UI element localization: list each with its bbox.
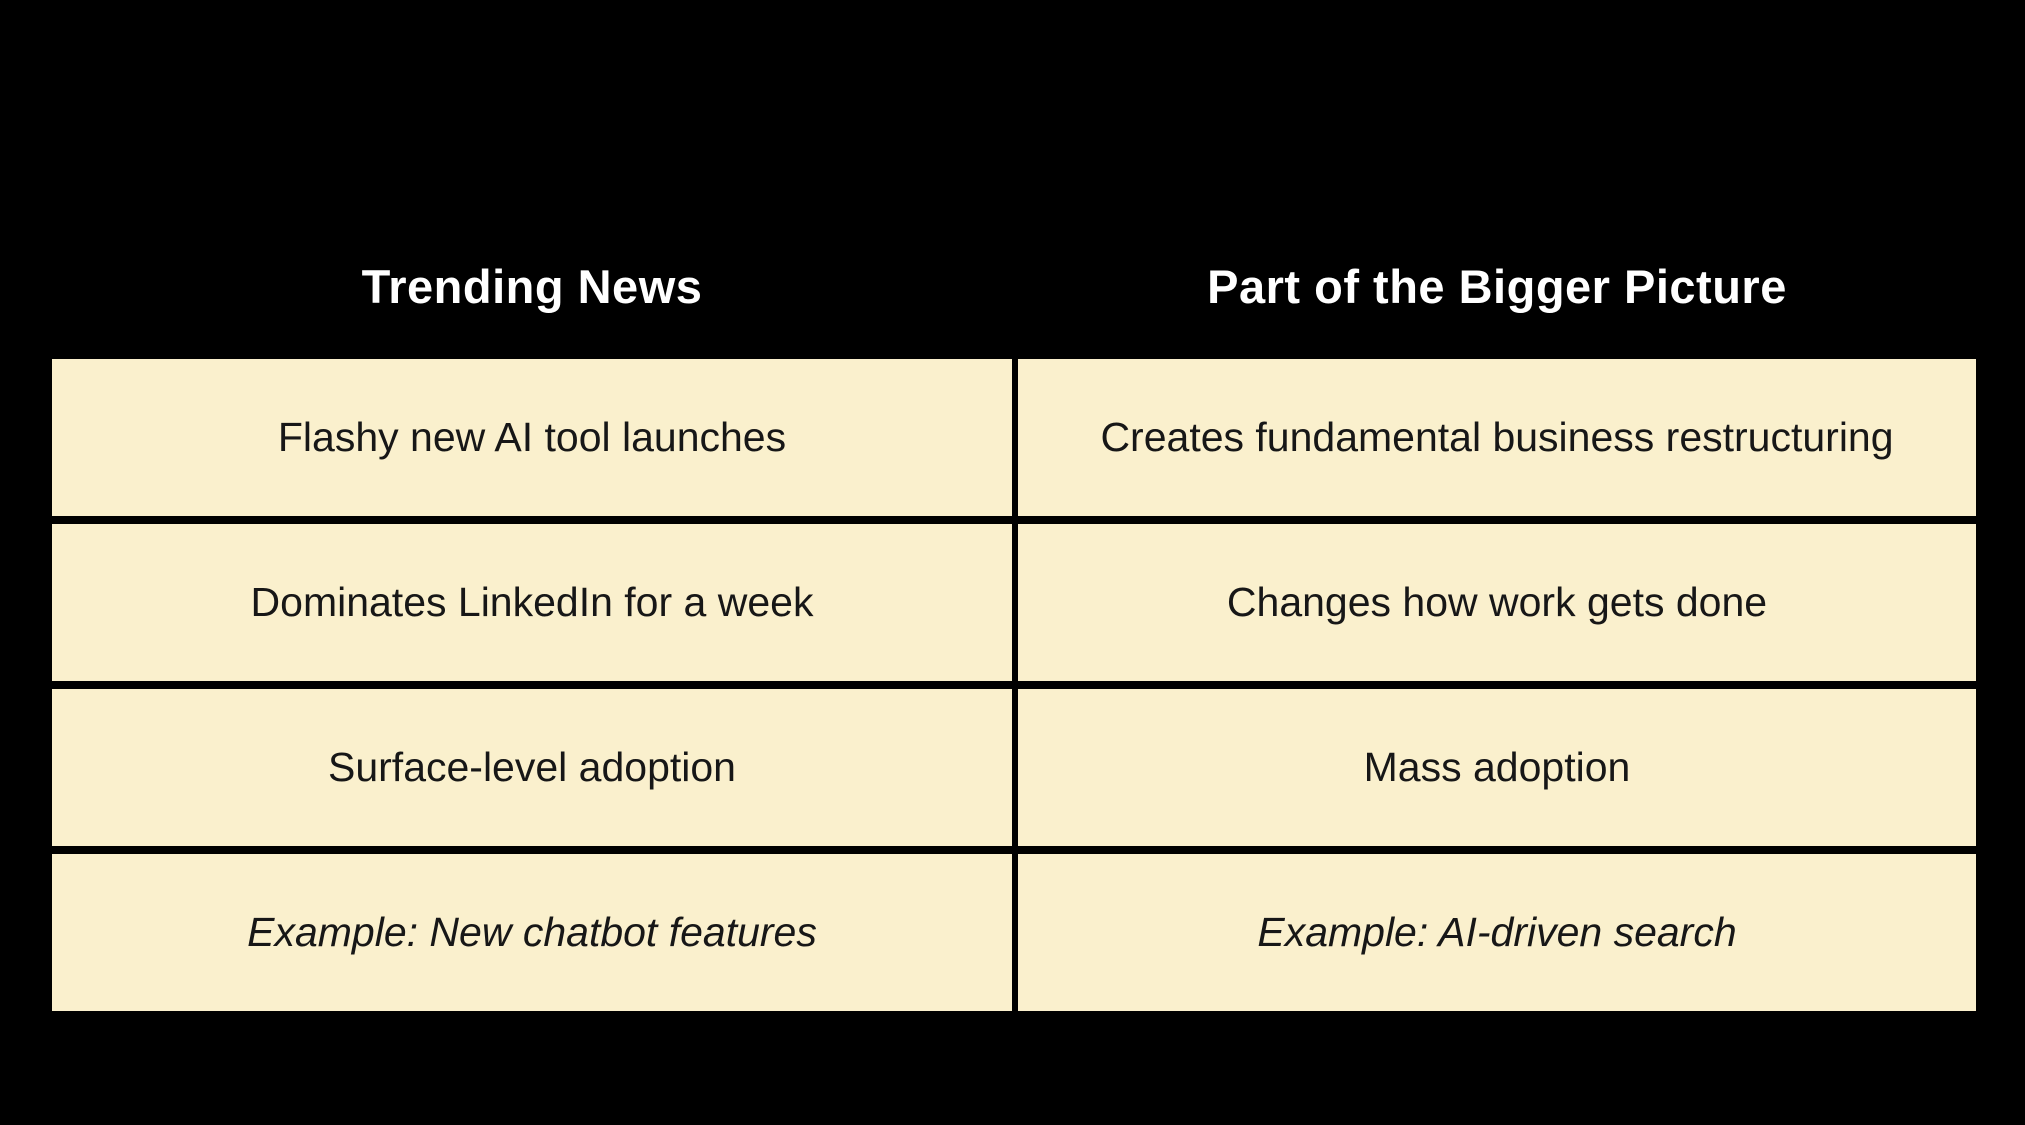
table-cell-row2-col1: Dominates LinkedIn for a week (52, 524, 1012, 681)
table-cell-row2-col2: Changes how work gets done (1018, 524, 1976, 681)
table-cell-row4-col2-example: Example: AI-driven search (1018, 854, 1976, 1011)
table-cell-row4-col1-example: Example: New chatbot features (52, 854, 1012, 1011)
table-cell-row3-col1: Surface-level adoption (52, 689, 1012, 846)
table-header-row: Trending News Part of the Bigger Picture (52, 248, 1976, 324)
table-cell-row1-col1: Flashy new AI tool launches (52, 359, 1012, 516)
column-header-bigger-picture: Part of the Bigger Picture (1207, 259, 1787, 313)
table-cell-row3-col2: Mass adoption (1018, 689, 1976, 846)
column-header-trending-news: Trending News (361, 259, 703, 313)
comparison-table: Flashy new AI tool launches Creates fund… (52, 359, 1976, 1011)
table-cell-row1-col2: Creates fundamental business restructuri… (1018, 359, 1976, 516)
